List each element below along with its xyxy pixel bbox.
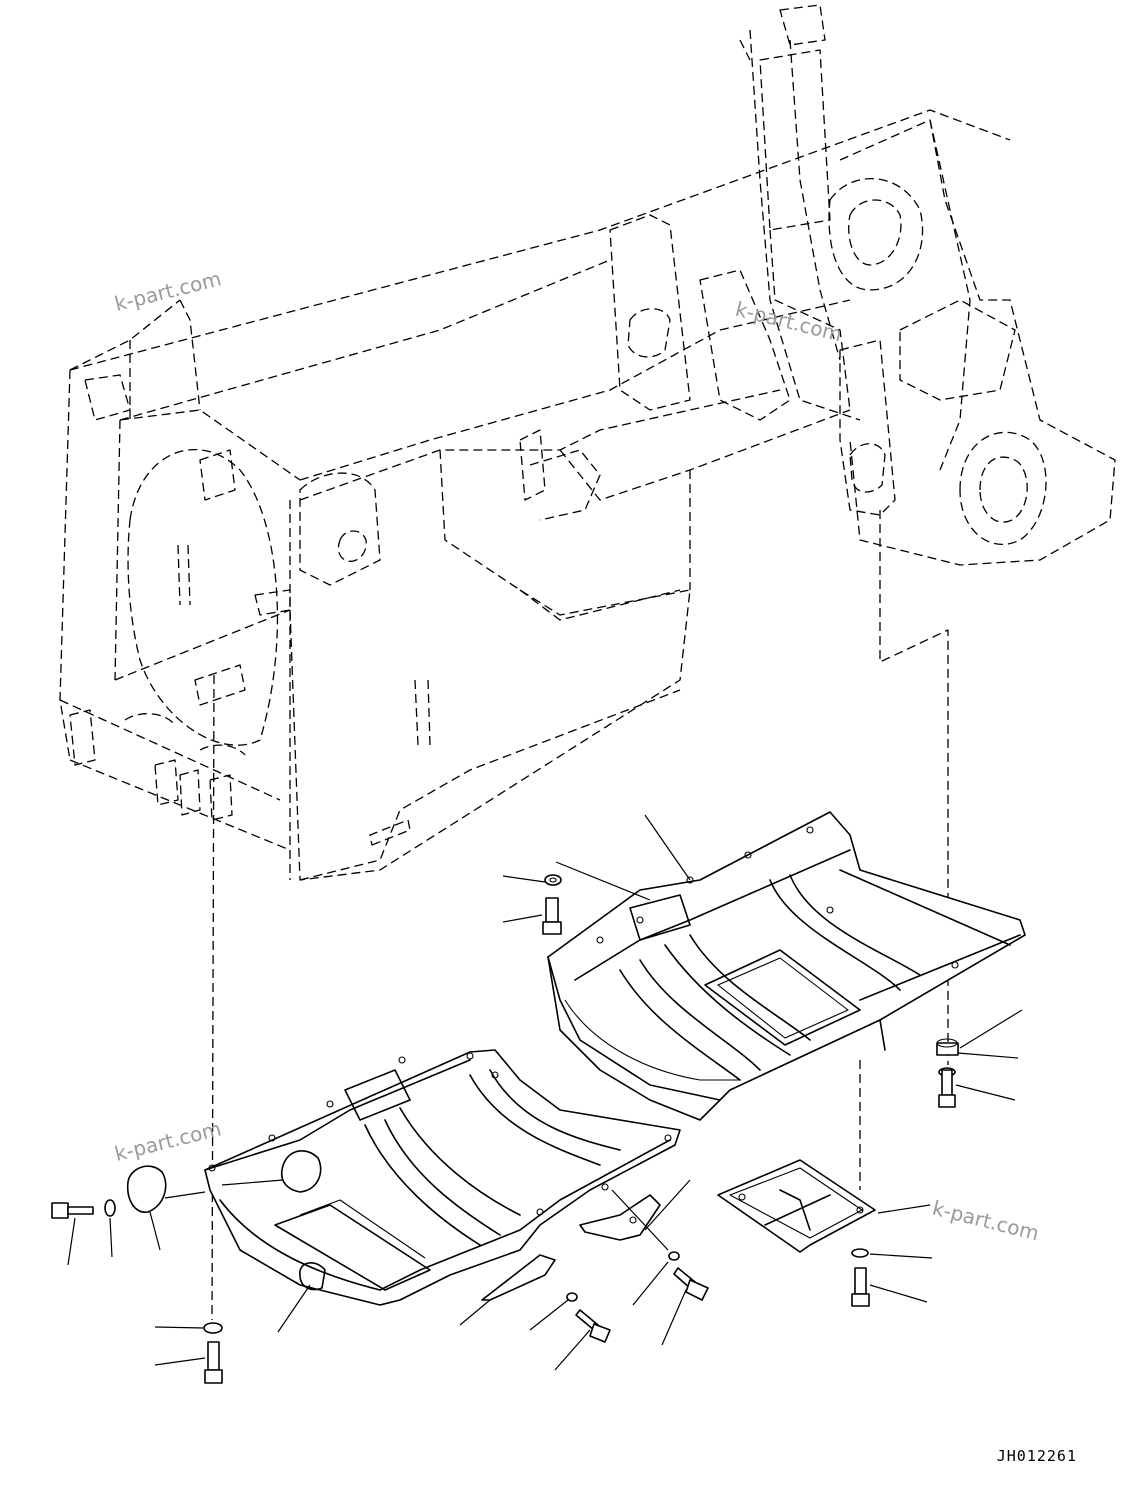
inspection-cover [126, 1165, 167, 1213]
bracket-plate [579, 1194, 661, 1241]
assembly-centerlines [211, 510, 949, 1321]
cover-plate [717, 1159, 876, 1253]
drawing-code: JH012261 [996, 1447, 1077, 1465]
fasteners [51, 874, 959, 1384]
leader-lines [67, 814, 1023, 1371]
rear-frame-outline [59, 4, 1116, 881]
front-underguard [547, 811, 1026, 1121]
cover-strip [481, 1254, 556, 1301]
rear-underguard [204, 1049, 681, 1306]
